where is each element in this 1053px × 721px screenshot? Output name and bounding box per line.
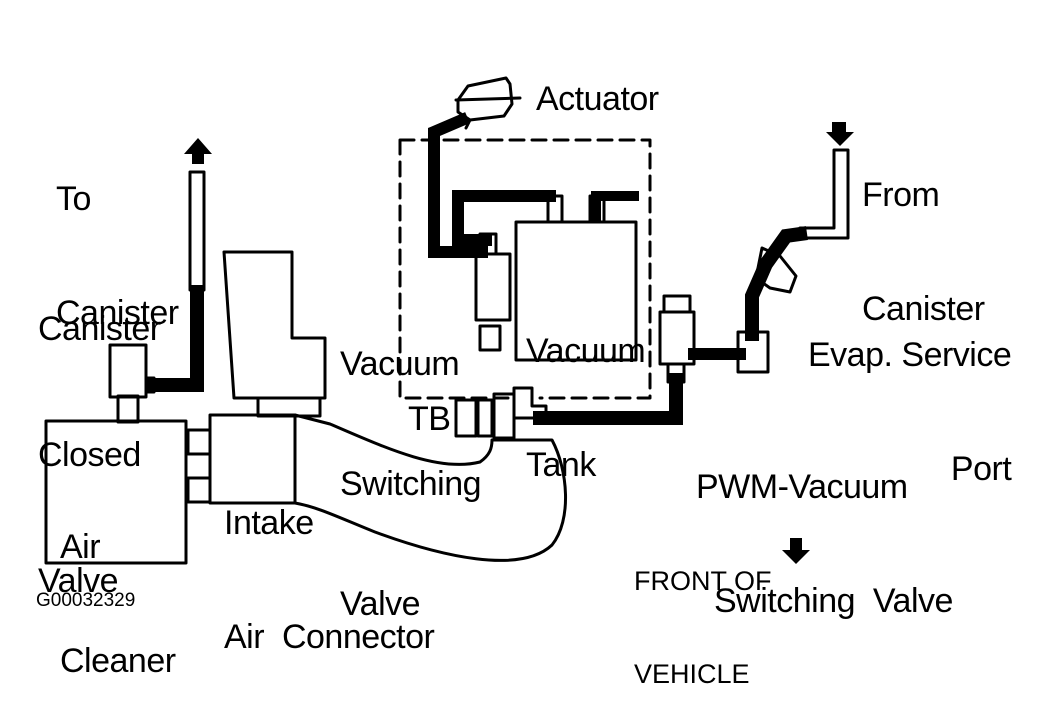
up-arrow-icon: [184, 138, 212, 164]
hose-actuator-to-vsv: [428, 112, 488, 258]
intake-connector-flange-top: [186, 428, 212, 456]
tb-box: [454, 398, 478, 438]
tb-fitting-a: [476, 398, 494, 438]
front-of-vehicle-label: FRONT OF VEHICLE: [634, 566, 772, 689]
emission-vacuum-diagram: [44, 76, 854, 565]
front-down-arrow-icon: [782, 538, 810, 564]
evap-service-port-label: Evap. Service Port: [808, 336, 1012, 488]
vacuum-tank-box: [514, 220, 638, 362]
pwm-vacuum-switching-valve-label: PWM-Vacuum Switching Valve: [696, 468, 953, 620]
figure-id: G00032329: [36, 590, 136, 611]
hose-to-canister: [147, 285, 204, 392]
intake-air-connector-box: [208, 413, 297, 505]
hose-tank-right: [591, 191, 639, 221]
tb-label: TB: [408, 400, 451, 438]
intake-connector-flange-bottom: [186, 476, 212, 504]
to-canister-tube: [188, 170, 206, 292]
actuator-label: Actuator: [536, 80, 659, 118]
pwm-vsv-top: [662, 294, 692, 314]
dashed-enclosure: [398, 138, 652, 400]
down-arrow-icon: [826, 122, 854, 146]
hose-vsv-to-tank: [452, 190, 556, 246]
canister-closed-valve-label: Canister Closed Valve: [38, 310, 161, 600]
resonator-box: [222, 250, 327, 400]
air-cleaner-box: [44, 419, 188, 565]
to-canister-label: To Canister: [56, 180, 179, 332]
tb-port: [492, 392, 516, 440]
canister-closed-valve-body: [108, 343, 148, 399]
intake-air-duct: [293, 413, 568, 562]
vsv-body: [474, 252, 512, 322]
from-canister-label: From Canister: [862, 176, 985, 328]
hose-evap-to-canister: [745, 226, 808, 341]
air-cleaner-label: Air Cleaner: [60, 528, 176, 680]
vacuum-switching-valve-label: Vacuum Switching Valve: [340, 345, 482, 623]
hose-tb-to-pwm: [533, 373, 683, 425]
resonator-base: [256, 396, 322, 418]
vacuum-tank-label: Vacuum Tank: [526, 332, 646, 484]
intake-air-connector-label: Intake Air Connector: [224, 504, 435, 656]
from-canister-tube: [798, 148, 850, 240]
vsv-bottom: [478, 324, 502, 352]
